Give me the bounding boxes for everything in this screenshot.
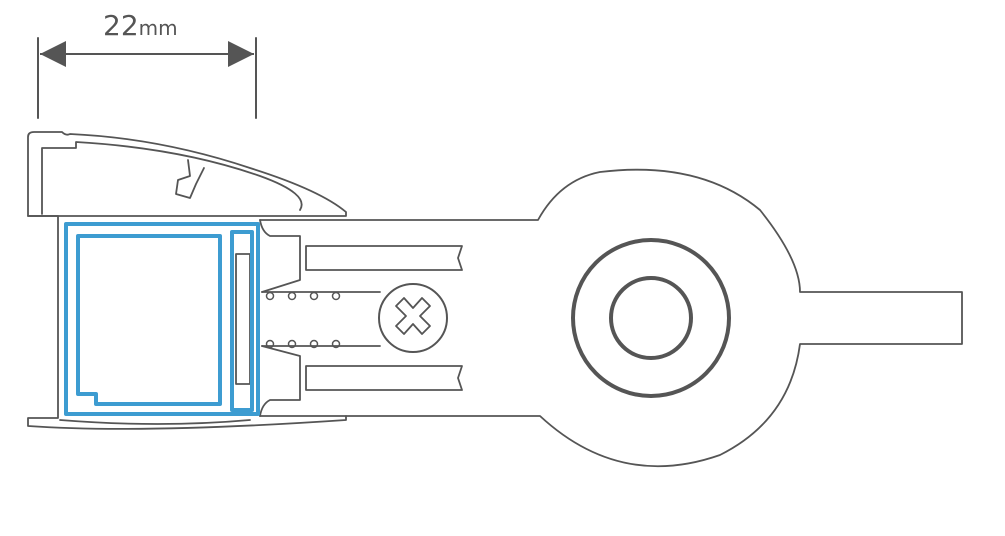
spring-bead: [287, 291, 297, 301]
seal-gasket: [235, 253, 251, 385]
wall-channel-lower-lip: [59, 419, 251, 425]
hinge-outer-ring: [571, 238, 731, 398]
spring-bead: [309, 339, 319, 349]
hinge-inner-ring: [609, 276, 693, 360]
blue-profile-outer: [64, 222, 260, 416]
hinge-body-outline: [259, 168, 963, 468]
hinge-body-inner-top: [259, 219, 301, 293]
dimension-label: 22mm: [103, 12, 178, 40]
spring-bead: [265, 339, 275, 349]
upper-cap-profile: [27, 131, 347, 217]
dimension-arrowhead-left: [40, 41, 66, 67]
dimension-value: 22: [103, 9, 139, 42]
screw-head: [378, 283, 448, 353]
spring-bead: [331, 291, 341, 301]
spring-bead: [265, 291, 275, 301]
spring-bead: [309, 291, 319, 301]
upper-slot: [305, 245, 463, 271]
lower-slot: [305, 365, 463, 391]
blue-profile-divider: [230, 230, 254, 412]
dimension-unit: mm: [138, 16, 178, 40]
wall-channel: [27, 215, 347, 430]
upper-cap-inner: [41, 141, 303, 215]
spring-bead: [331, 339, 341, 349]
upper-cap-clip: [175, 159, 205, 199]
dimension-arrowhead-right: [228, 41, 254, 67]
spring-channel: [261, 291, 381, 347]
hinge-body-inner-bottom: [259, 345, 301, 417]
screw-cross-icon: [395, 297, 431, 335]
blue-profile-inner: [76, 234, 222, 406]
spring-bead: [287, 339, 297, 349]
